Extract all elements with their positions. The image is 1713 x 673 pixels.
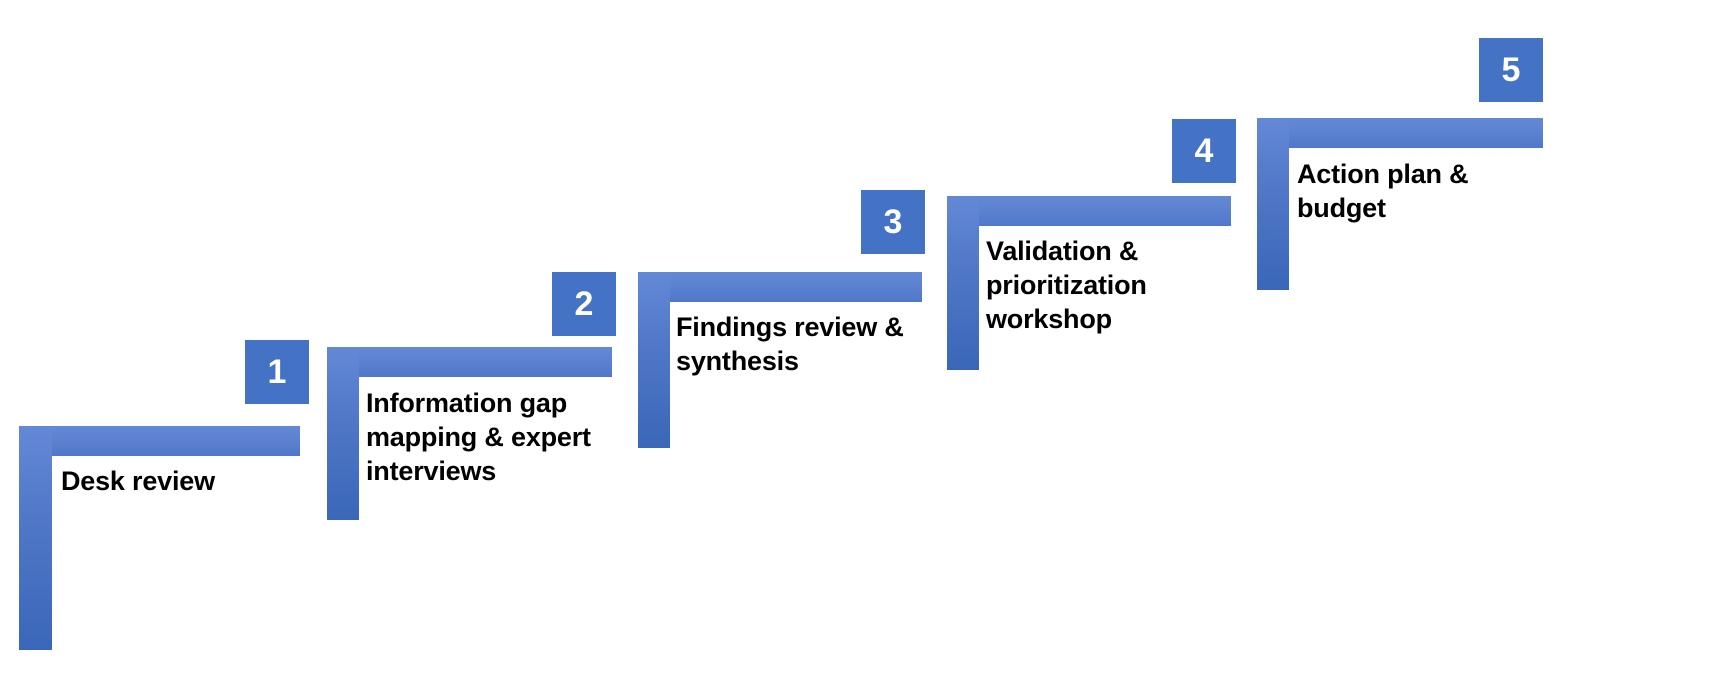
step-3-horizontal-bar [638,272,922,302]
step-5-label: Action plan & budget [1297,159,1469,223]
step-1-label: Desk review [61,466,215,496]
step-2-horizontal-bar [327,347,612,377]
step-number-badge-2[interactable]: 2 [552,272,616,336]
step-number-badge-4[interactable]: 4 [1172,119,1236,183]
step-5-vertical-bar [1257,118,1289,290]
step-3-label: Findings review & synthesis [676,312,904,376]
step-number-badge-1[interactable]: 1 [245,340,309,404]
step-2-label: Information gap mapping & expert intervi… [366,388,591,486]
step-5-horizontal-bar [1257,118,1543,148]
step-2-vertical-bar [327,347,359,520]
step-3-vertical-bar [638,272,670,448]
step-number-badge-3[interactable]: 3 [861,190,925,254]
step-4-horizontal-bar [947,196,1231,226]
step-number-badge-5[interactable]: 5 [1479,38,1543,102]
step-1-horizontal-bar [19,426,300,456]
step-1-vertical-bar [19,426,52,650]
step-4-vertical-bar [947,196,979,370]
step-4-label: Validation & prioritization workshop [986,236,1147,334]
